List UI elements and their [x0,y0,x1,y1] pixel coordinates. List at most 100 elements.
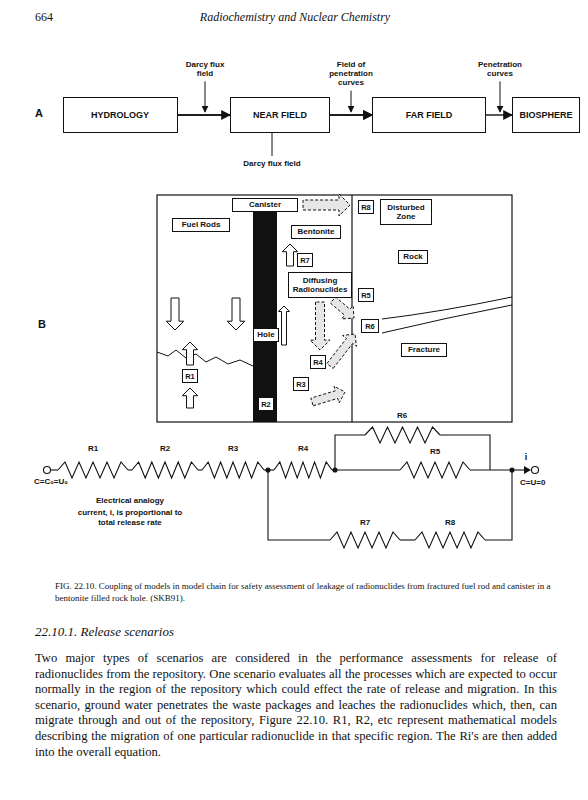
model-callout: R4 [310,355,326,369]
flow-block-arrow [327,334,357,368]
node-text: Diffusing Radionuclides [292,276,348,294]
analogy-title-text: Electrical analogy [96,496,164,505]
resistor-label-text: R4 [298,444,308,453]
edge-label: Darcy flux field [227,159,317,168]
current-label: i [525,452,528,462]
part-label: Diffusing Radionuclides [288,272,352,298]
fracture-line [382,297,512,319]
figure-caption: FIG. 22.10. Coupling of models in model … [55,580,555,604]
resistor-symbol [400,462,470,478]
node-text: NEAR FIELD [253,110,307,120]
edge-label-text: Darcy flux field [186,60,225,78]
resistor-symbol [274,462,332,478]
resistor-label: R4 [298,444,308,453]
terminal [266,468,270,472]
resistor-label: R8 [445,518,455,527]
leader-arrow [351,91,352,112]
part-label: Disturbed Zone [380,199,432,225]
node-text: R7 [300,256,310,265]
resistor-label: R7 [360,518,370,527]
node-text: Fracture [408,345,440,354]
resistor-label-text: R8 [445,518,455,527]
fracture-line [382,305,512,333]
circuit-wire [128,469,132,470]
terminal [44,467,51,474]
panel-letter-text: A [35,107,43,119]
node-text: R1 [185,372,195,381]
boundary-condition-text: C=U=0 [520,478,545,487]
circuit-wire [440,435,490,470]
flow-block-arrow [166,298,184,330]
terminal [510,468,514,472]
resistor-label: R1 [88,444,98,453]
resistor-label-text: R6 [397,411,407,420]
resistor-symbol [365,427,440,443]
panel-frame [157,195,512,422]
boundary-condition-text: C=C₀=U₀ [34,477,68,486]
circuit-wire [198,469,202,470]
resistor-symbol [330,532,400,548]
node-text: Canister [249,200,281,209]
edge-label-text: Darcy flux field [243,159,300,168]
model-box: FAR FIELD [372,97,486,133]
terminal [532,467,539,474]
flow-block-arrow [310,302,330,350]
analogy-note: current, i, is proportional to total rel… [71,508,189,527]
part-label: Fracture [401,343,447,357]
part-label: Fuel Rods [172,218,230,232]
node-text: R6 [365,322,375,331]
model-callout: R2 [258,397,274,411]
part-label: Rock [398,250,428,264]
part-label: Bentonite [291,225,341,239]
model-callout: R3 [293,377,309,391]
body-text: Two major types of scenarios are conside… [35,651,557,760]
flow-block-arrow [330,297,354,319]
canister-wall [253,212,277,422]
resistor-label-text: R2 [160,444,170,453]
section-heading-text: 22.10.1. Release scenarios [35,624,174,640]
node-text: HYDROLOGY [91,110,149,120]
resistor-label: R5 [430,447,440,456]
circuit-wire [268,470,330,540]
panel-letter-text: B [38,318,46,330]
node-text: FAR FIELD [406,110,453,120]
flow-block-arrow [311,386,345,406]
model-callout: R5 [358,288,374,302]
edge-label-text: Field of penetration curves [329,60,373,87]
node-text: R2 [261,400,271,409]
edge-label-text: Penetration curves [478,60,522,78]
circuit-wire [485,470,512,540]
model-box: NEAR FIELD [230,97,330,133]
part-label: Canister [232,198,298,212]
leader-arrow [500,81,501,112]
edge-label: Field of penetration curves [319,60,383,88]
running-head-text: Radiochemistry and Nuclear Chemistry [200,10,390,25]
body-text-text: Two major types of scenarios are conside… [35,651,557,760]
resistor-label-text: R1 [88,444,98,453]
page-number: 664 [35,10,53,25]
analogy-title: Electrical analogy [96,496,164,505]
circuit-wire [470,469,512,470]
edge-label: Penetration curves [472,60,528,78]
current-arrow [524,466,531,474]
flow-block-arrow [303,194,350,216]
resistor-symbol [132,462,198,478]
part-label: Hole [253,328,278,342]
model-callout: R8 [358,200,374,214]
circuit-wire [332,469,400,470]
flow-block-arrow [182,388,197,408]
model-box: HYDROLOGY [63,97,178,133]
node-text: Disturbed Zone [384,203,428,221]
current-label-text: i [525,452,528,462]
flow-connector [486,114,512,115]
resistor-label: R6 [397,411,407,420]
resistor-label-text: R3 [228,444,238,453]
flow-block-arrow [182,342,197,365]
resistor-label: R3 [228,444,238,453]
resistor-label-text: R5 [430,447,440,456]
model-callout: R1 [182,369,198,383]
node-text: BIOSPHERE [519,110,572,120]
model-callout: R6 [361,319,379,333]
running-head: Radiochemistry and Nuclear Chemistry [200,10,390,25]
node-text: R8 [361,203,371,212]
